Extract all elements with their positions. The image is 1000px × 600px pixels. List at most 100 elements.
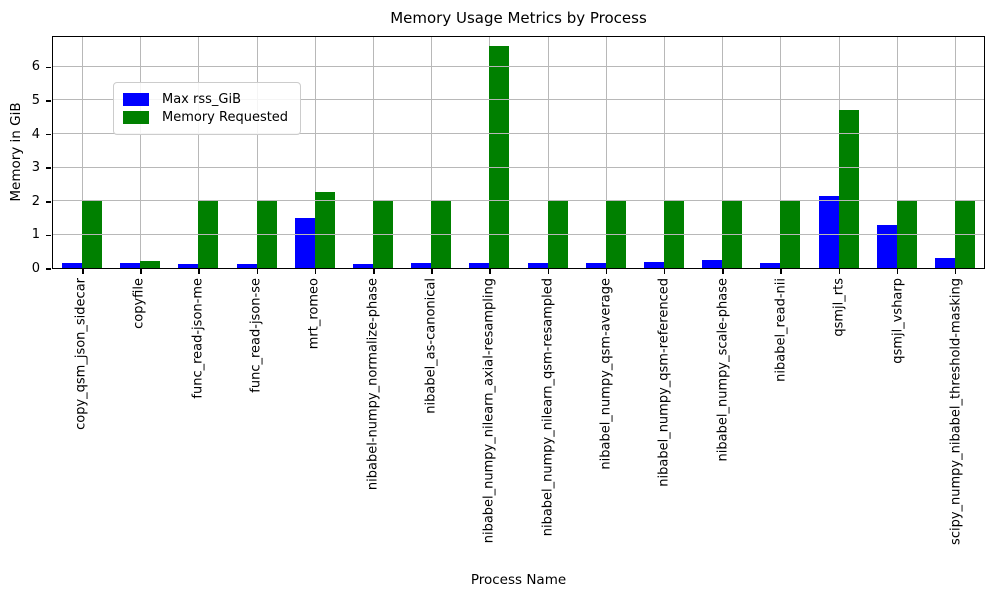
tick-mark <box>46 66 51 69</box>
gridline <box>547 37 549 268</box>
tick-mark <box>838 269 841 274</box>
legend-item: Memory Requested <box>123 110 288 125</box>
tick-mark <box>954 269 957 274</box>
legend-swatch-max-rss <box>123 93 149 106</box>
tick-mark <box>256 269 259 274</box>
tick-mark <box>489 269 491 274</box>
bar-group <box>111 37 169 274</box>
y-tick-label: 5 <box>31 92 40 108</box>
x-tick-label-text: nibabel_numpy_scale-phase <box>715 278 731 462</box>
x-tick-label: nibabel_as-canonical <box>402 271 460 571</box>
tick-mark <box>46 234 51 237</box>
y-tick-label: 2 <box>31 193 40 209</box>
legend-swatch-memory-requested <box>123 111 149 124</box>
tick-mark <box>46 201 51 203</box>
bar-max-rss-gib <box>876 225 897 268</box>
x-tick-label: nibabel_numpy_qsm-average <box>577 271 635 571</box>
x-tick-label: nibabel-numpy_normalize-phase <box>344 271 402 571</box>
gridline <box>954 37 956 268</box>
x-tick-label-text: copyfile <box>131 278 147 329</box>
bar-max-rss-gib <box>585 263 606 268</box>
gridline <box>198 37 200 268</box>
gridline <box>605 37 607 268</box>
x-tick-label-text: func_read-json-se <box>248 278 264 393</box>
bar-max-rss-gib <box>120 263 141 268</box>
x-tick-label: func_read-json-me <box>169 271 227 571</box>
x-tick-label-text: copy_qsm_json_sidecar <box>73 278 89 430</box>
x-tick-label-text: nibabel_numpy_qsm-referenced <box>656 278 672 487</box>
x-tick-label: func_read-json-se <box>227 271 285 571</box>
gridline <box>53 233 984 235</box>
tick-mark <box>46 268 51 270</box>
gridline <box>82 37 84 268</box>
chart-title: Memory Usage Metrics by Process <box>390 9 647 27</box>
bar-max-rss-gib <box>760 263 781 268</box>
x-tick-label-text: nibabel_numpy_nilearn_axial-resampling <box>481 278 497 544</box>
x-tick-label: scipy_numpy_nibabel_threshold-masking <box>927 271 985 571</box>
gridline <box>314 37 316 268</box>
tick-mark <box>373 269 375 274</box>
y-tick-label: 3 <box>31 160 40 176</box>
bar-max-rss-gib <box>818 196 839 268</box>
gridline <box>722 37 724 268</box>
tick-mark <box>605 269 608 274</box>
bar-max-rss-gib <box>469 263 490 268</box>
bar-max-rss-gib <box>236 264 257 268</box>
gridline <box>663 37 665 268</box>
bar-max-rss-gib <box>702 260 723 268</box>
tick-mark <box>547 269 550 274</box>
x-tick-label: nibabel_numpy_scale-phase <box>693 271 751 571</box>
bar-max-rss-gib <box>643 262 664 268</box>
bar-memory-requested <box>838 110 859 268</box>
gridline <box>896 37 898 268</box>
tick-mark <box>46 100 51 102</box>
tick-mark <box>82 269 84 274</box>
gridline <box>256 37 258 268</box>
bar-memory-requested <box>314 192 335 268</box>
tick-mark <box>46 133 51 136</box>
x-tick-label-text: nibabel-numpy_normalize-phase <box>365 278 381 491</box>
x-tick-label: nibabel_numpy_nilearn_qsm-resampled <box>519 271 577 571</box>
tick-mark <box>314 269 317 274</box>
x-tick-label-text: func_read-json-me <box>190 278 206 399</box>
gridline <box>53 166 984 168</box>
bars <box>460 37 518 268</box>
legend-item: Max rss_GiB <box>123 92 288 107</box>
tick-mark <box>722 269 724 274</box>
x-tick-label-text: qsmjl_rts <box>831 278 847 337</box>
x-tick-label-text: nibabel_numpy_nilearn_qsm-resampled <box>540 278 556 537</box>
bar-max-rss-gib <box>934 258 955 268</box>
y-tick-label: 4 <box>31 126 40 142</box>
tick-mark <box>198 269 200 274</box>
x-tick-label: copyfile <box>110 271 168 571</box>
y-tick-label: 0 <box>31 261 40 276</box>
gridline <box>53 133 984 135</box>
x-tick-label: copy_qsm_json_sidecar <box>52 271 110 571</box>
x-tick-label-text: nibabel_numpy_qsm-average <box>598 278 614 470</box>
bar-memory-requested <box>489 46 510 268</box>
legend: Max rss_GiB Memory Requested <box>113 82 302 135</box>
legend-label: Max rss_GiB <box>162 92 242 107</box>
bar-group <box>460 37 518 274</box>
gridline <box>431 37 433 268</box>
tick-mark <box>896 269 899 274</box>
bar-max-rss-gib <box>62 263 83 268</box>
plot-area: Max rss_GiB Memory Requested <box>52 36 985 274</box>
x-tick-label: mrt_romeo <box>285 271 343 571</box>
bar-max-rss-gib <box>411 263 432 268</box>
x-tick-label: qsmjl_rts <box>810 271 868 571</box>
x-axis-tick-labels: copy_qsm_json_sidecar copyfile func_read-j… <box>52 271 985 571</box>
x-axis-label: Process Name <box>470 572 567 588</box>
tick-mark <box>140 269 142 274</box>
bar-group <box>286 37 344 274</box>
bar-max-rss-gib <box>294 218 315 268</box>
x-tick-label: nibabel_read-nii <box>752 271 810 571</box>
gridline <box>53 65 984 67</box>
gridline <box>53 200 984 202</box>
x-tick-label: qsmjl_vsharp <box>868 271 926 571</box>
gridline <box>780 37 782 268</box>
x-tick-label-text: mrt_romeo <box>306 278 322 350</box>
x-tick-label-text: nibabel_read-nii <box>773 278 789 382</box>
bar-max-rss-gib <box>353 264 374 268</box>
bars <box>809 37 867 268</box>
